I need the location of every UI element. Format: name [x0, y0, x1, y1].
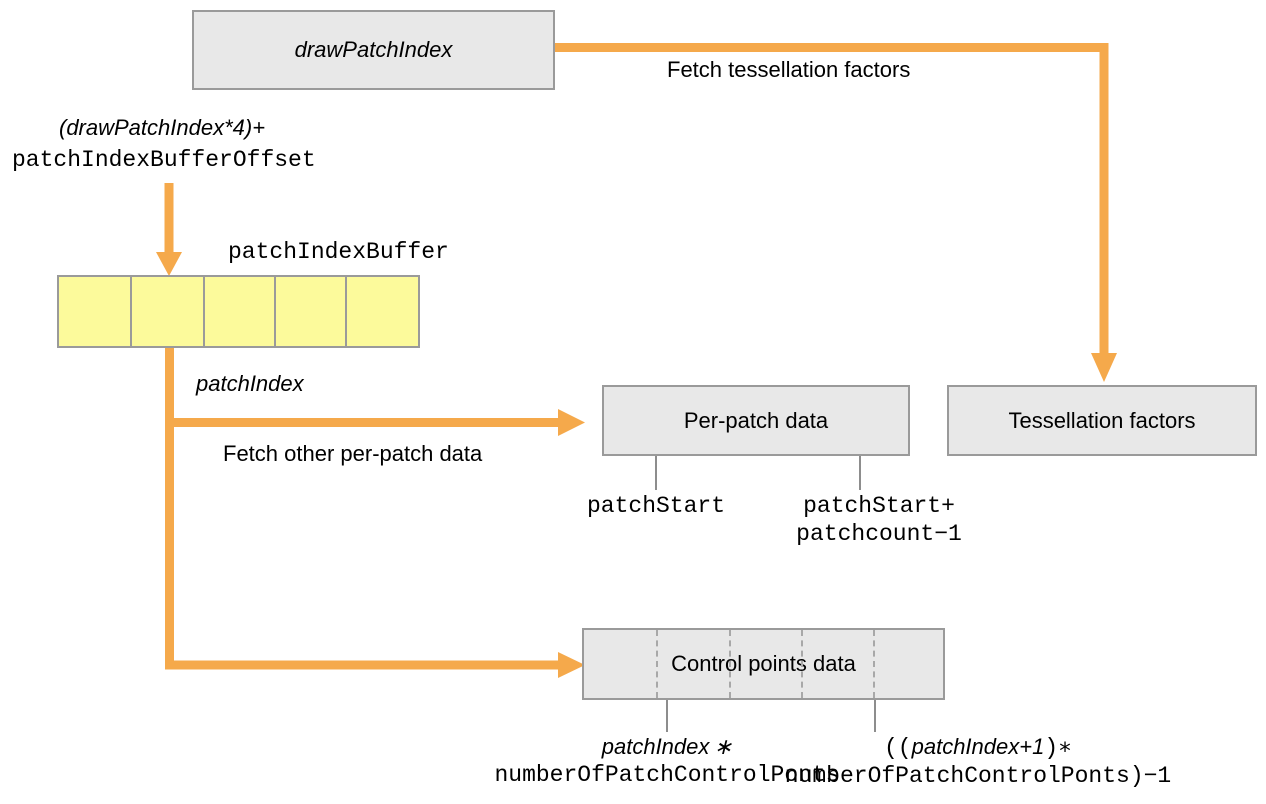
buffer-cell-1[interactable] [130, 275, 205, 348]
control-points-divider-1 [656, 630, 658, 698]
label-fetch-other-per-patch-data: Fetch other per-patch data [223, 441, 483, 466]
control-points-divider-2 [729, 630, 731, 698]
label-control-points-end-line1: ((patchIndex+1)∗ [785, 734, 1171, 762]
label-patch-start: patchStart [586, 493, 726, 519]
tick-control-points-end [874, 700, 876, 732]
label-control-points-end: ((patchIndex+1)∗ numberOfPatchControlPon… [785, 734, 1171, 790]
buffer-cell-4[interactable] [345, 275, 420, 348]
cp-end-prefix: (( [884, 735, 912, 761]
arrow-fetch-tessellation-factors [555, 43, 1117, 382]
node-control-points-data-label: Control points data [671, 651, 856, 677]
node-per-patch-data-label: Per-patch data [683, 407, 829, 433]
label-patch-end-line2: patchcount−1 [796, 521, 962, 548]
tick-patch-start [655, 456, 657, 490]
node-tessellation-factors[interactable]: Tessellation factors [947, 385, 1257, 456]
label-patch-end-line1: patchStart+ [803, 493, 955, 519]
buffer-cell-2[interactable] [203, 275, 276, 348]
buffer-cell-3[interactable] [274, 275, 347, 348]
tick-control-points-start [666, 700, 668, 732]
label-offset-expression-line1: (drawPatchIndex*4)+ [59, 115, 266, 140]
label-control-points-start-line2: numberOfPatchControlPonts [494, 761, 840, 788]
control-points-divider-4 [873, 630, 875, 698]
node-tessellation-factors-label: Tessellation factors [1008, 407, 1196, 433]
node-draw-patch-index-label: drawPatchIndex [294, 37, 453, 63]
label-patch-end: patchStart+ patchcount−1 [796, 492, 962, 548]
control-points-divider-3 [801, 630, 803, 698]
buffer-cell-0[interactable] [57, 275, 132, 348]
label-control-points-start: patchIndex ∗ numberOfPatchControlPonts [494, 734, 839, 789]
cp-end-suffix: )∗ [1044, 735, 1072, 761]
label-fetch-tessellation-factors: Fetch tessellation factors [667, 57, 911, 82]
node-draw-patch-index[interactable]: drawPatchIndex [192, 10, 555, 90]
patch-index-buffer [57, 275, 420, 348]
node-control-points-data[interactable]: Control points data [582, 628, 945, 700]
cp-end-italic: patchIndex+1 [911, 734, 1045, 759]
arrow-offset-into-buffer [156, 183, 182, 276]
label-patch-index-buffer-name: patchIndexBuffer [228, 239, 449, 265]
tick-patch-end [859, 456, 861, 490]
label-control-points-start-line1: patchIndex ∗ [601, 734, 733, 759]
label-patch-index: patchIndex [196, 371, 304, 396]
label-offset-expression-line2: patchIndexBufferOffset [12, 147, 316, 173]
node-per-patch-data[interactable]: Per-patch data [602, 385, 910, 456]
label-control-points-end-line2: numberOfPatchControlPonts)−1 [784, 763, 1172, 790]
